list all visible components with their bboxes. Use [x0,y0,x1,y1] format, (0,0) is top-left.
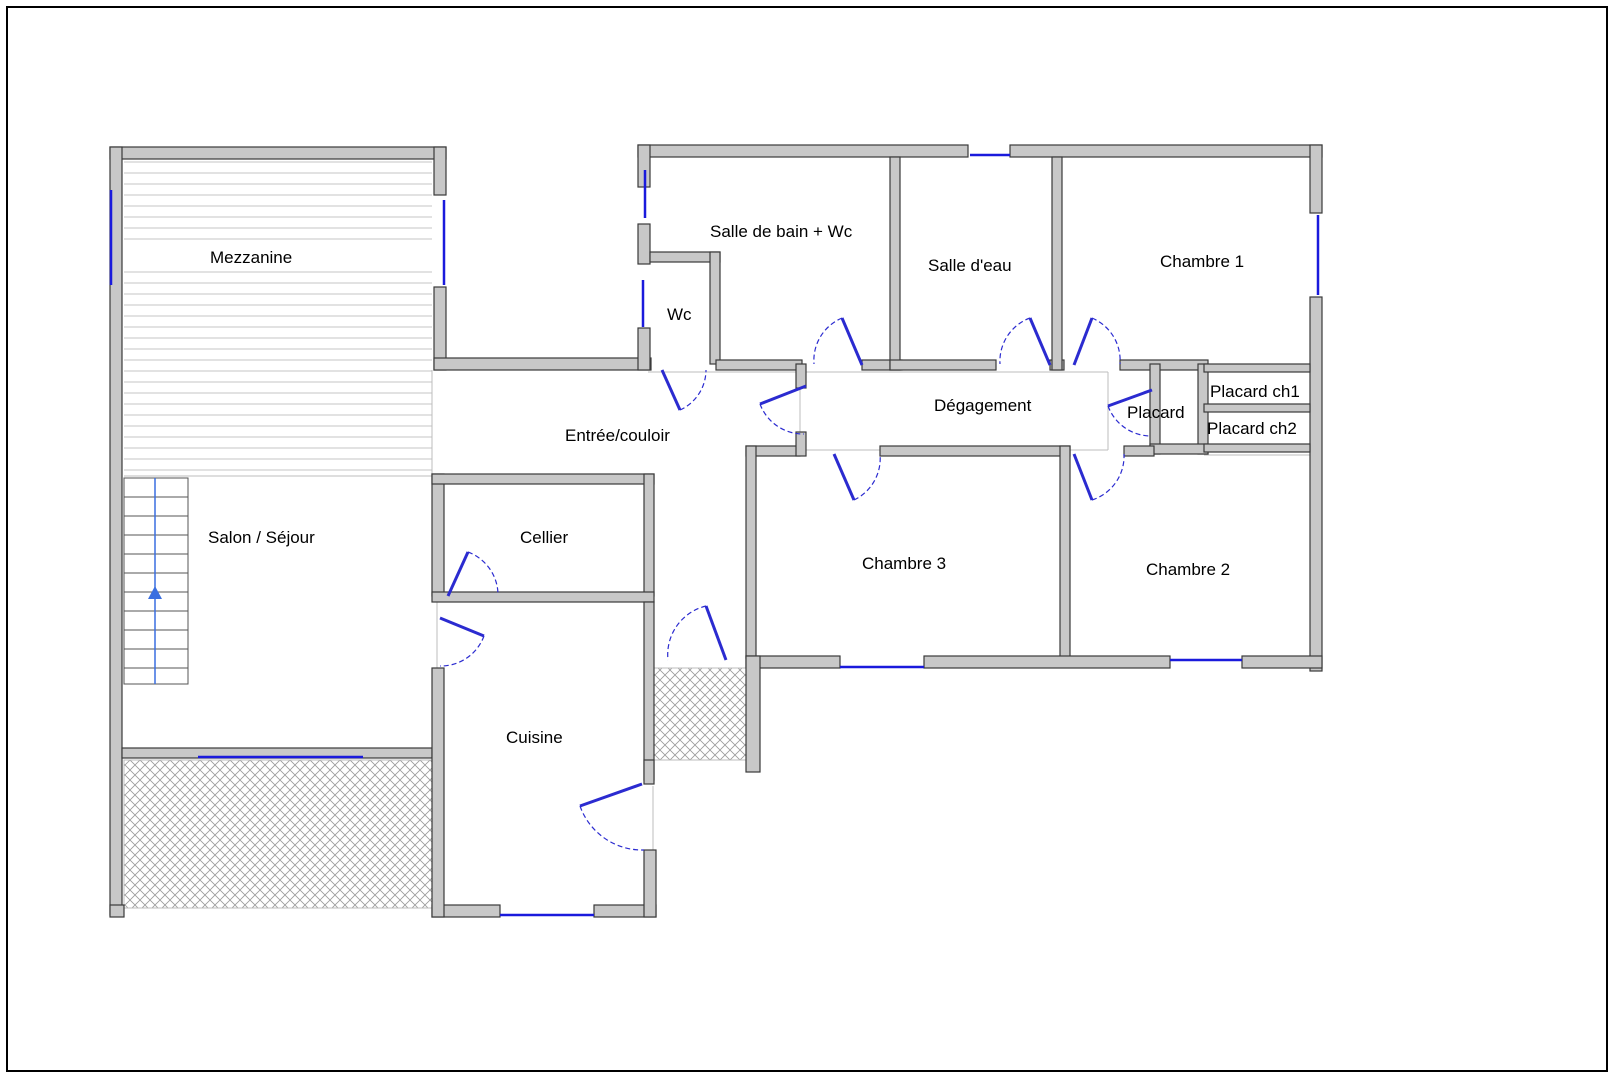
label-mezzanine: Mezzanine [210,248,292,267]
label-entree-couloir: Entrée/couloir [565,426,670,445]
label-chambre-3: Chambre 3 [862,554,946,573]
label-placard-ch1: Placard ch1 [1210,382,1300,401]
staircase [123,477,189,685]
label-degagement: Dégagement [934,396,1032,415]
label-placard-ch2: Placard ch2 [1207,419,1297,438]
label-cellier: Cellier [520,528,569,547]
label-wc: Wc [667,305,692,324]
label-cuisine: Cuisine [506,728,563,747]
terrace-hatch-left [123,759,433,909]
stairs-arrow-icon [148,586,162,599]
mezzanine-stripes [124,161,432,471]
label-chambre-2: Chambre 2 [1146,560,1230,579]
label-salle-de-bain: Salle de bain + Wc [710,222,853,241]
label-salon-sejour: Salon / Séjour [208,528,315,547]
label-placard: Placard [1127,403,1185,422]
label-chambre-1: Chambre 1 [1160,252,1244,271]
walls [109,144,1323,918]
doors [439,317,1153,851]
windows [109,153,1320,917]
terrace-hatch-entry [652,667,750,761]
label-salle-eau: Salle d'eau [928,256,1012,275]
